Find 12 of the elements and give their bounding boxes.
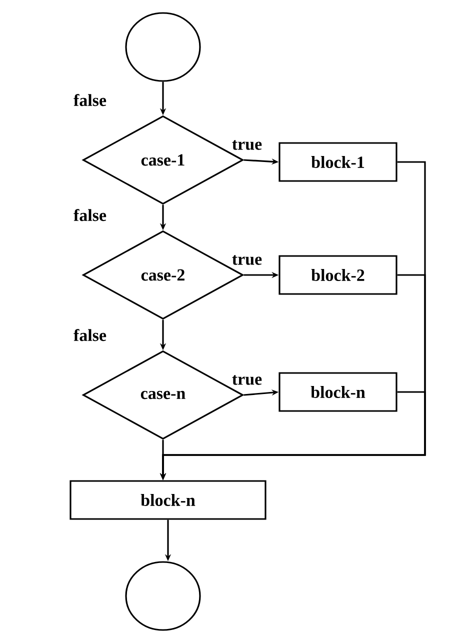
process-box: block-2 [278, 255, 398, 295]
edge-label: false [74, 208, 106, 222]
terminal-circle [125, 561, 201, 631]
process-box: block-n [70, 480, 266, 520]
edge-label: true [232, 140, 262, 150]
terminal-circle [125, 12, 201, 82]
edge-label: true [232, 375, 262, 385]
edge-label: false [74, 328, 106, 342]
process-box: block-1 [278, 142, 398, 182]
edge-label: false [74, 94, 106, 106]
edge-label: true [232, 255, 262, 265]
process-box: block-n [278, 372, 398, 412]
